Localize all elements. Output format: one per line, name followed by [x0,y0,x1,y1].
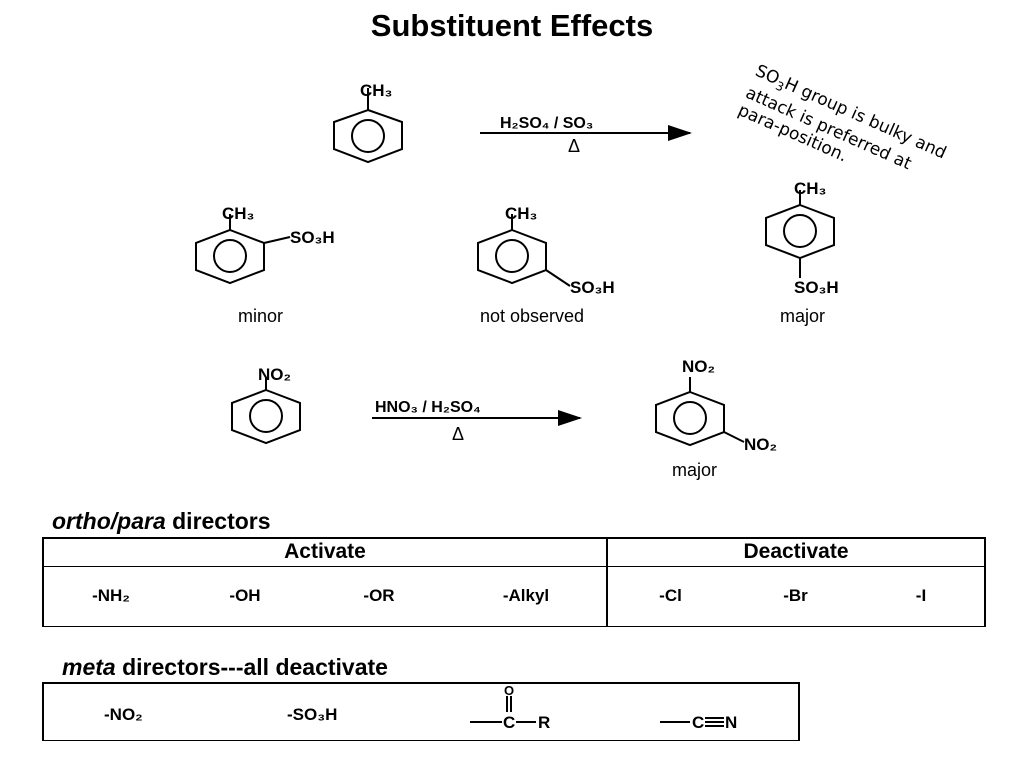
ortho-para-table: Activate Deactivate -NH₂ -OH -OR -Alkyl … [42,537,986,627]
ortho-product-label: minor [238,306,283,326]
activating-group: -NH₂ [43,566,178,627]
ortho-para-heading: ortho/para directors [52,508,271,534]
dinitro-no2-label-2: NO₂ [744,435,777,454]
toluene-ch3-label: CH₃ [360,81,392,100]
nitrile-carbon: C [692,713,704,732]
carbonyl-carbon: C [503,713,515,732]
carbonyl-r: R [538,713,550,732]
page-title: Substituent Effects [370,8,654,43]
nitrile-group: C N [660,713,737,732]
nitrobenzene-no2-label: NO₂ [258,365,291,384]
dinitrobenzene-structure [655,377,745,447]
para-ch3-label: CH₃ [794,179,826,198]
deactivating-group: -Cl [607,566,733,627]
nitrile-nitrogen: N [725,713,737,732]
activate-header: Activate [43,538,608,567]
ortho-so3h-label: SO₃H [290,228,335,247]
dinitro-no2-label-1: NO₂ [682,357,715,376]
activating-group: -Alkyl [446,566,608,627]
activating-group: -OR [312,566,446,627]
deactivating-group: -Br [733,566,858,627]
meta-ch3-label: CH₃ [505,204,537,223]
para-product-structure [765,190,835,278]
reaction2-heat: Δ [452,424,464,444]
meta-product-label: not observed [480,306,584,326]
deactivating-group: -I [858,566,985,627]
activating-group: -OH [178,566,312,627]
para-so3h-label: SO₃H [794,278,839,297]
ortho-ch3-label: CH₃ [222,204,254,223]
nitrobenzene-structure [231,378,301,445]
reaction1-heat: Δ [568,136,580,156]
toluene-structure [333,88,403,164]
ortho-product-structure [195,214,291,285]
reaction1-reagent: H₂SO₄ / SO₃ [500,115,593,132]
meta-product-structure [477,214,571,287]
carbonyl-group: O C R [470,684,550,732]
meta-table: -NO₂ -SO₃H O C R C N [42,682,800,741]
meta-heading: meta directors---all deactivate [62,654,388,680]
meta-group-nitro: -NO₂ [104,705,143,724]
reaction2-reagent: HNO₃ / H₂SO₄ [375,399,481,416]
para-product-label: major [780,306,825,326]
carbonyl-oxygen: O [504,684,514,698]
dinitro-product-label: major [672,460,717,480]
meta-group-sulfonic: -SO₃H [287,705,338,724]
deactivate-header: Deactivate [607,538,985,567]
meta-so3h-label: SO₃H [570,278,615,297]
